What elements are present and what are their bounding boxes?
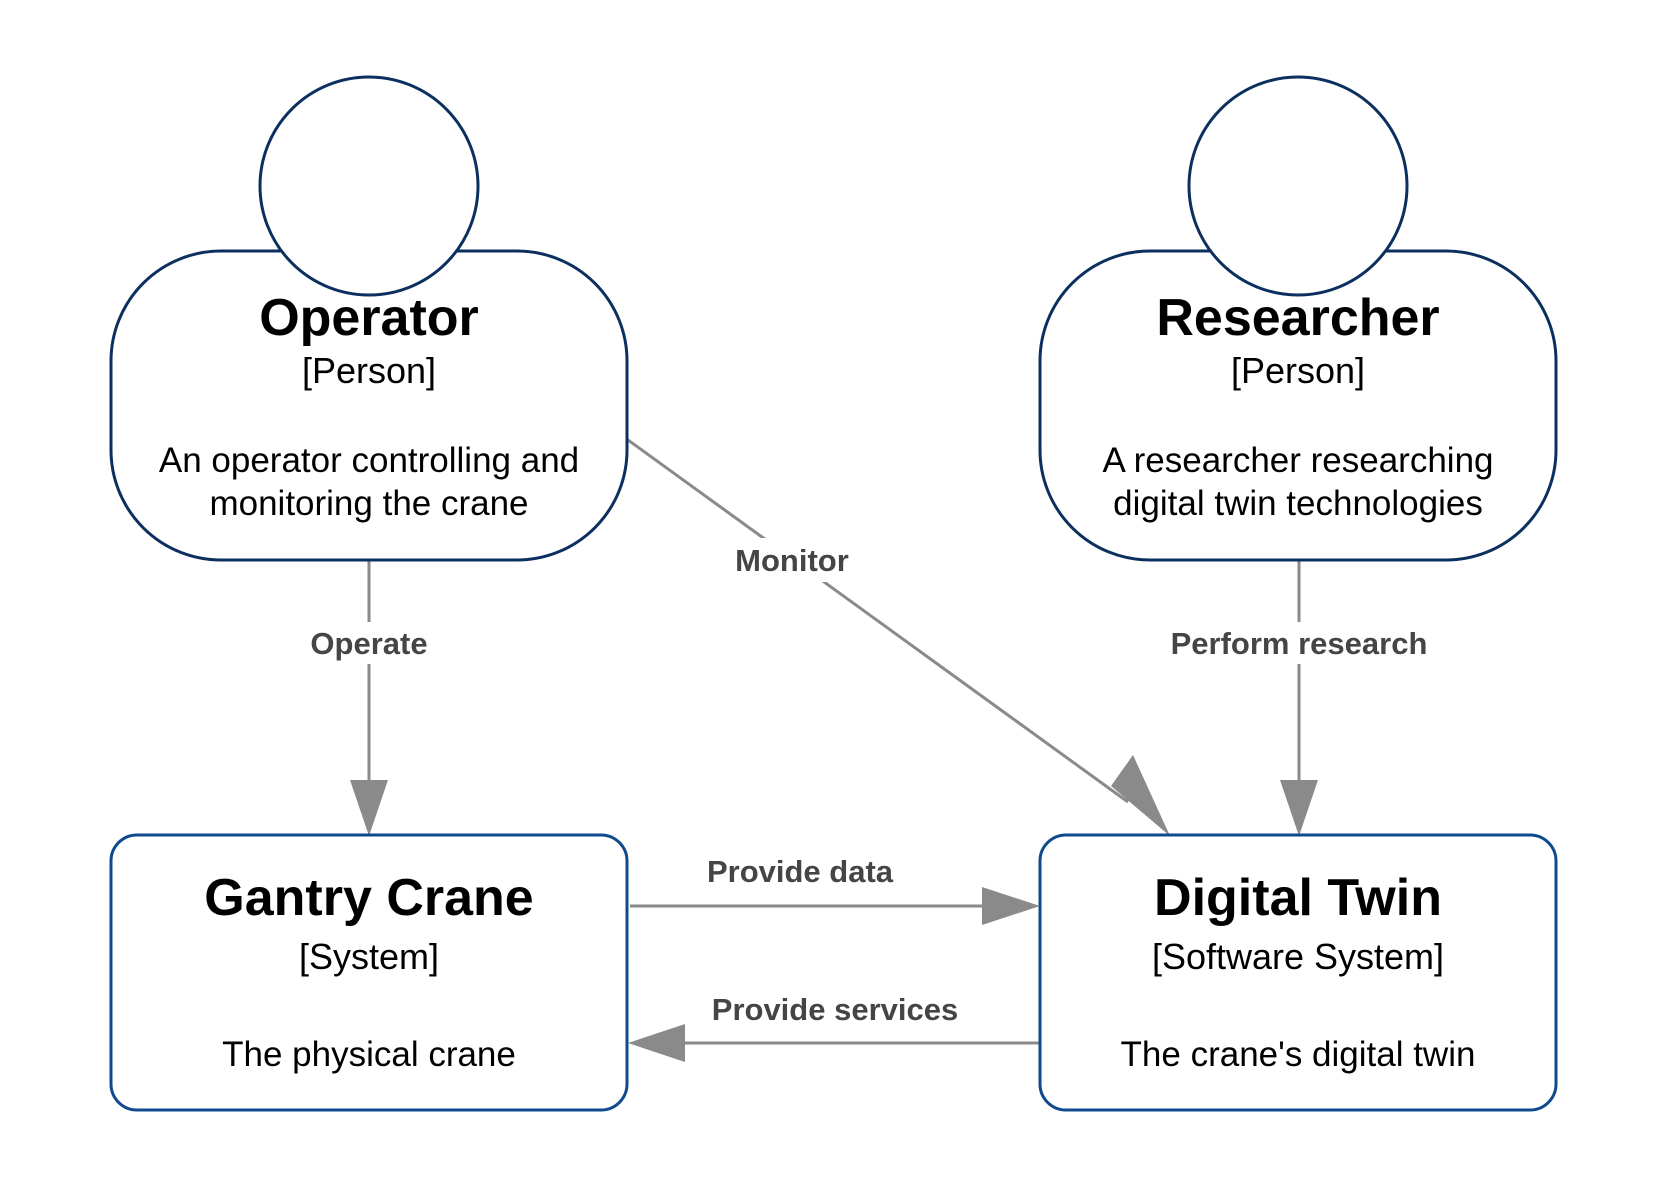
edge-perform-research: Perform research (1152, 560, 1446, 836)
edge-provide-services-arrowhead (628, 1024, 685, 1062)
gantry-crane-title: Gantry Crane (204, 869, 533, 927)
edge-provide-services: Provide services (628, 992, 1040, 1062)
edge-operate-arrowhead (350, 780, 388, 836)
operator-title: Operator (259, 289, 479, 347)
edge-monitor: Monitor (627, 438, 1170, 836)
person-operator: Operator [Person] An operator controllin… (109, 75, 629, 562)
digital-twin-title: Digital Twin (1154, 869, 1442, 927)
edge-monitor-label: Monitor (735, 543, 849, 578)
system-digital-twin: Digital Twin [Software System] The crane… (1038, 833, 1558, 1112)
edge-perform-research-label: Perform research (1171, 626, 1428, 661)
researcher-head (1187, 75, 1409, 297)
digital-twin-box (1038, 833, 1558, 1112)
edge-provide-data-label: Provide data (707, 854, 894, 889)
researcher-title: Researcher (1156, 289, 1439, 347)
gantry-crane-description: The physical crane (222, 1035, 516, 1074)
digital-twin-type: [Software System] (1152, 936, 1444, 977)
edge-operate-label: Operate (310, 626, 427, 661)
person-researcher: Researcher [Person] A researcher researc… (1038, 75, 1558, 562)
gantry-crane-type: [System] (299, 936, 439, 977)
edge-provide-data: Provide data (630, 854, 1040, 925)
operator-type: [Person] (302, 350, 436, 391)
edge-operate: Operate (296, 560, 442, 836)
system-gantry-crane: Gantry Crane [System] The physical crane (109, 833, 629, 1112)
operator-description-line-2: monitoring the crane (209, 484, 528, 523)
researcher-type: [Person] (1231, 350, 1365, 391)
researcher-description-line-1: A researcher researching (1102, 441, 1493, 480)
edge-monitor-arrowhead (1111, 755, 1170, 836)
edge-perform-research-label-bg (1152, 622, 1446, 664)
operator-head (258, 75, 480, 297)
edge-perform-research-arrowhead (1280, 780, 1318, 836)
edge-provide-data-arrowhead (982, 887, 1040, 925)
digital-twin-description: The crane's digital twin (1121, 1035, 1476, 1074)
edge-monitor-line (627, 438, 1129, 804)
edge-monitor-label-bg (722, 538, 860, 582)
operator-description-line-1: An operator controlling and (159, 441, 579, 480)
edge-provide-services-label: Provide services (712, 992, 958, 1027)
gantry-crane-box (109, 833, 629, 1112)
edge-operate-label-bg (296, 622, 442, 664)
researcher-description-line-2: digital twin technologies (1113, 484, 1483, 523)
